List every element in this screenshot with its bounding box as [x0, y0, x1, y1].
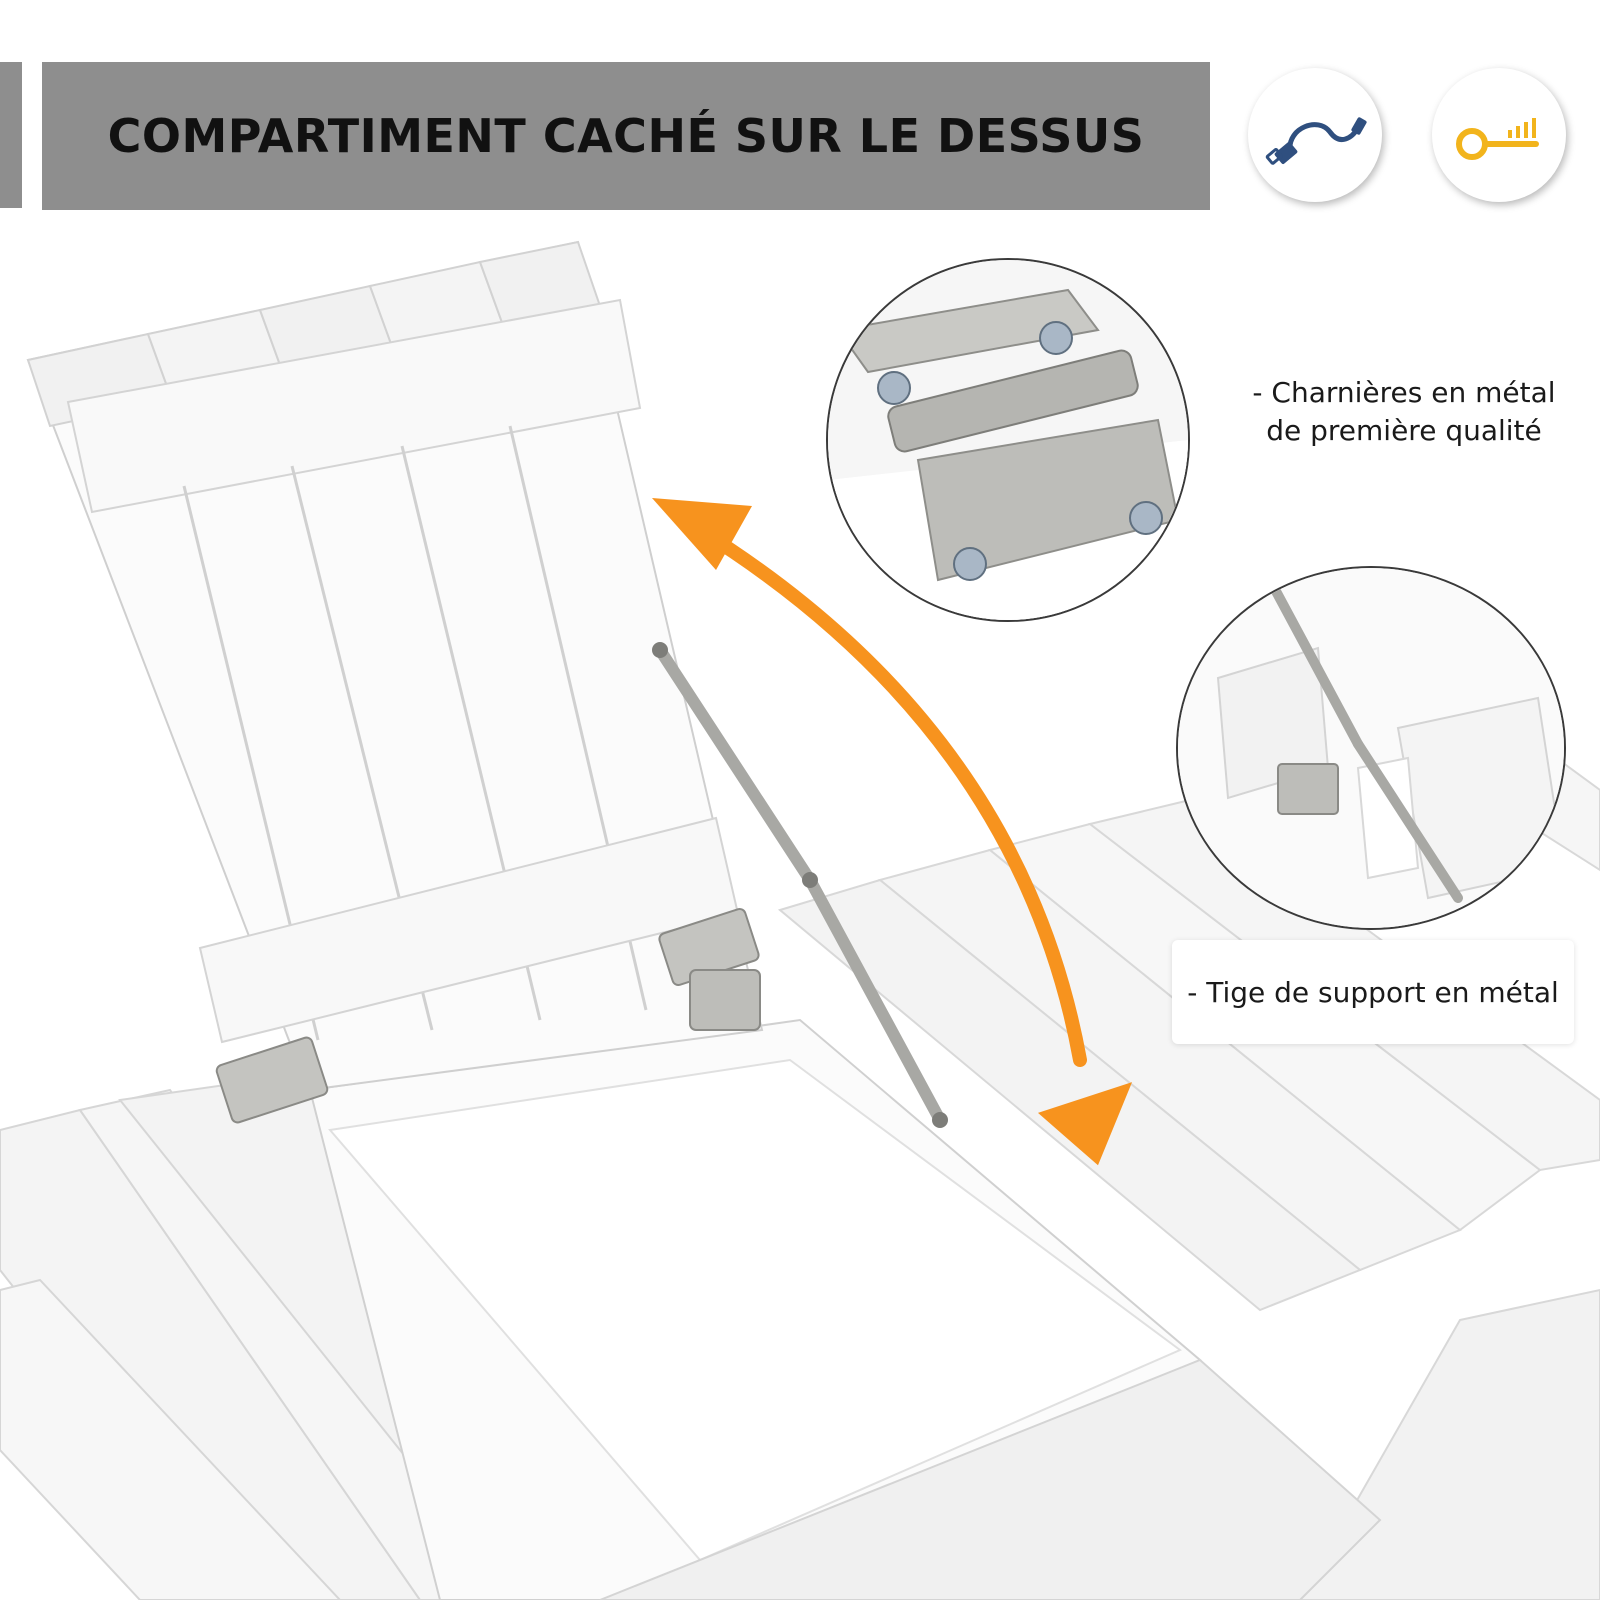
- storage-compartment: [308, 1018, 1382, 1600]
- support-rod-caption-box: - Tige de support en métal: [1172, 940, 1574, 1044]
- header-side-tab: [0, 62, 22, 208]
- usb-badge: [1248, 68, 1382, 202]
- support-rod-detail-image: [1178, 568, 1564, 928]
- hinge-caption: - Charnières en métal de première qualit…: [1214, 374, 1594, 450]
- support-rod-zoom-circle: [1176, 566, 1566, 930]
- support-rod-caption: - Tige de support en métal: [1187, 975, 1559, 1009]
- page-title: COMPARTIMENT CACHÉ SUR LE DESSUS: [107, 109, 1145, 163]
- usb-cable-icon: [1265, 117, 1367, 165]
- support-rod: [652, 642, 948, 1128]
- hinge-caption-line1: - Charnières en métal: [1252, 376, 1556, 409]
- hinge-zoom-circle: [826, 258, 1190, 622]
- open-close-arrow: [652, 498, 1133, 1166]
- hinge-detail-image: [828, 260, 1188, 620]
- hinge-caption-line2: de première qualité: [1266, 414, 1542, 447]
- raised-lid: [26, 240, 764, 1092]
- key-icon: [1456, 118, 1539, 160]
- key-badge: [1432, 68, 1566, 202]
- header-bar: COMPARTIMENT CACHÉ SUR LE DESSUS: [42, 62, 1210, 210]
- lid-hinges: [215, 907, 761, 1124]
